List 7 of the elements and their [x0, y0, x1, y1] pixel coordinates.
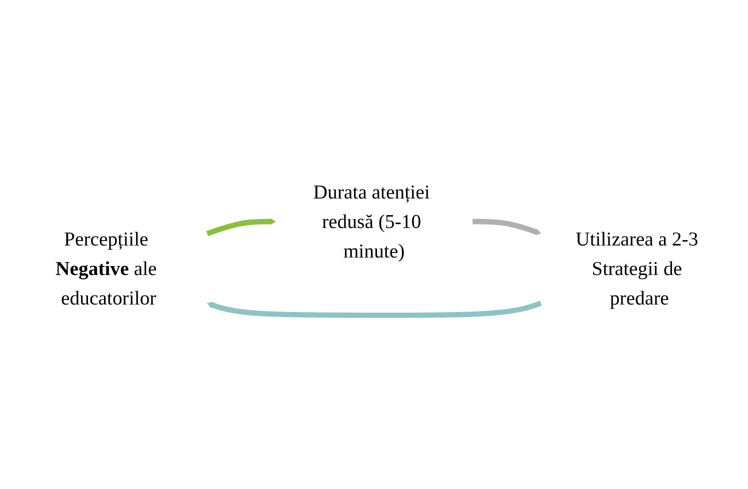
cycle-diagram: Percepțiile Negative ale educatorilor Durata atenției redusă (5-10 minute) Utilizarea a 2-3 Strategii de predare [4, 4, 744, 484]
node-text: Utilizarea a 2-3 Strategii de predare [576, 227, 698, 308]
arrow [206, 218, 276, 236]
arrow [206, 300, 542, 318]
node-text: Percepțiile Negative ale educatorilor [56, 227, 157, 308]
node-text: Durata atenției redusă (5-10 minute) [313, 180, 430, 262]
arrow [472, 218, 542, 235]
